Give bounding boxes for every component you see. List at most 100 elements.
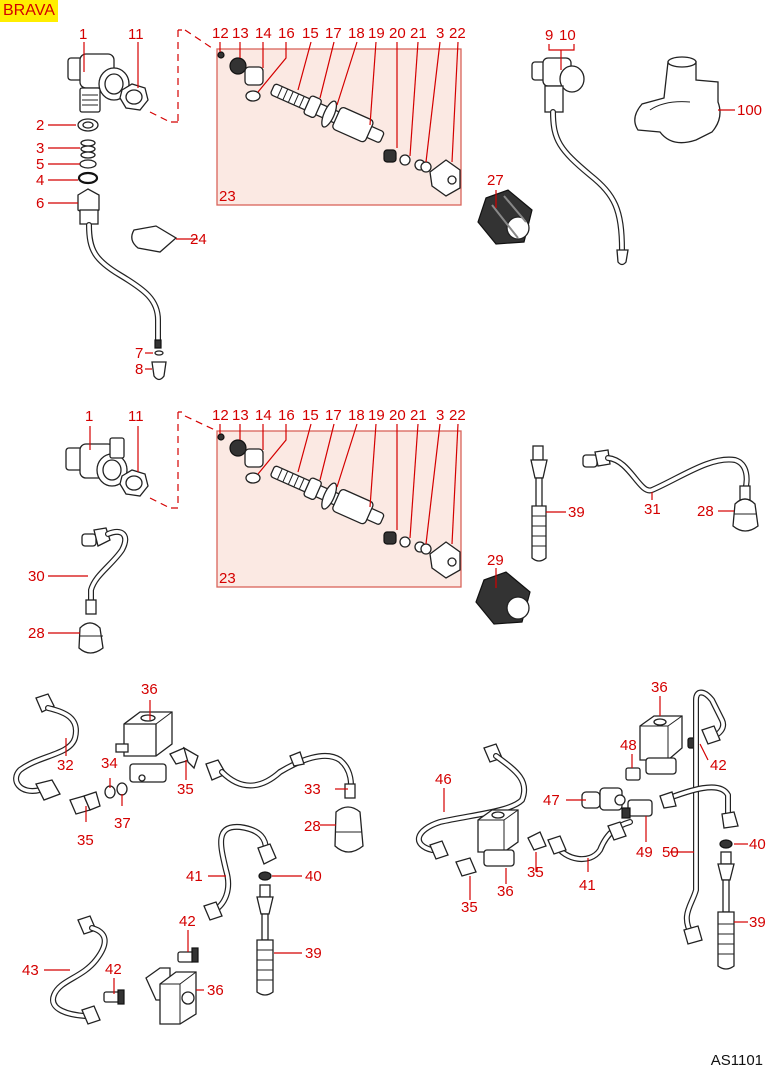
model-badge: BRAVA [0,0,58,22]
part-steam-wand-39b [256,884,274,996]
callout-11: 11 [128,26,144,43]
callout-49: 49 [636,844,653,861]
part-knob-27 [477,189,533,245]
callout-28-c: 28 [304,818,321,835]
callout-23-mid: 23 [219,570,236,587]
callout-48: 48 [620,737,637,754]
callout-28-right: 28 [697,503,714,520]
callout-17: 17 [325,25,342,42]
callout-42-c: 42 [710,757,727,774]
drawing-code: AS1101 [710,1052,763,1069]
callout-41-b: 41 [579,877,596,894]
part-tube-32 [13,693,79,801]
part-elbow-35b [169,746,199,770]
callout-42-b: 42 [105,961,122,978]
callout-43: 43 [22,962,39,979]
callout-5: 5 [36,156,44,173]
callout-19-mid: 19 [368,407,385,424]
part-tip-28 [78,622,104,654]
part-solenoid-36b [145,967,197,1025]
callout-1-mid: 1 [85,408,93,425]
dashed-bracket [149,29,216,123]
callout-7: 7 [135,345,143,362]
leader-lines [44,41,748,994]
callout-19: 19 [368,25,385,42]
part-elbow-35a [69,791,101,815]
callout-18-mid: 18 [348,407,365,424]
callout-3: 3 [36,140,44,157]
callout-47: 47 [543,792,560,809]
callout-28-mid: 28 [28,625,45,642]
callout-39-b: 39 [305,945,322,962]
callout-22: 22 [449,25,466,42]
callout-41-a: 41 [186,868,203,885]
callout-36-b: 36 [207,982,224,999]
callout-31: 31 [644,501,661,518]
callout-11-mid: 11 [128,408,144,425]
part-solenoid-36c [639,715,699,775]
callout-16-mid: 16 [278,407,295,424]
callout-23: 23 [219,188,236,205]
callout-8: 8 [135,361,143,378]
callout-13-mid: 13 [232,407,249,424]
callout-39-mid: 39 [568,504,585,521]
callout-35-d: 35 [461,899,478,916]
part-tee-47 [581,787,626,811]
callout-35-c: 35 [527,864,544,881]
part-filter-37 [116,782,128,796]
callout-35-b: 35 [177,781,194,798]
callout-3-mid: 3 [436,407,444,424]
callout-2: 2 [36,117,44,134]
callout-36-d: 36 [497,883,514,900]
callout-27: 27 [487,172,504,189]
kit-parts-top [217,51,461,197]
callout-9: 9 [545,27,553,44]
part-fitting-42b [103,989,125,1005]
part-o-ring [77,171,99,185]
callout-36-c: 36 [651,679,668,696]
callout-34: 34 [101,755,118,772]
callout-42-a: 42 [179,913,196,930]
callout-46: 46 [435,771,452,788]
part-knob-29 [475,571,531,625]
part-tube-fitting [77,188,100,217]
callout-3b: 3 [436,25,444,42]
part-solenoid-36a [115,711,173,783]
part-fitting-42a [177,947,199,963]
part-tee-49 [621,799,653,819]
callout-17-mid: 17 [325,407,342,424]
callout-40-b: 40 [749,836,766,853]
section-top [67,29,721,381]
callout-14-mid: 14 [255,407,272,424]
part-valve-body-2 [65,437,128,487]
callout-22-mid: 22 [449,407,466,424]
callout-21: 21 [410,25,427,42]
callout-32: 32 [57,757,74,774]
part-tube-43 [50,915,108,1025]
part-steam-wand-39a [530,445,548,562]
part-ring-40a [258,871,272,881]
part-small-washer [79,159,97,169]
part-spring [80,139,96,159]
part-tip-28c [334,806,364,853]
callout-16: 16 [278,25,295,42]
callout-12-mid: 12 [212,407,229,424]
part-valve-body [67,53,130,113]
callout-15: 15 [302,25,319,42]
callout-4: 4 [36,172,44,189]
part-tube-41a [203,823,277,921]
section-solenoid-left [13,693,364,1025]
callout-24: 24 [190,231,207,248]
part-solenoid-36d [477,809,519,867]
callout-50: 50 [662,844,679,861]
callout-12: 12 [212,25,229,42]
part-nozzle-tip [151,361,167,381]
callout-29: 29 [487,552,504,569]
callout-20: 20 [389,25,406,42]
part-tube-to-40 [659,784,739,829]
callout-labels: 1 11 2 3 5 4 6 24 7 8 12 13 14 16 15 17 … [22,25,766,999]
callout-10: 10 [559,27,576,44]
part-tube-41b [547,819,633,862]
part-small-ring [154,350,164,356]
